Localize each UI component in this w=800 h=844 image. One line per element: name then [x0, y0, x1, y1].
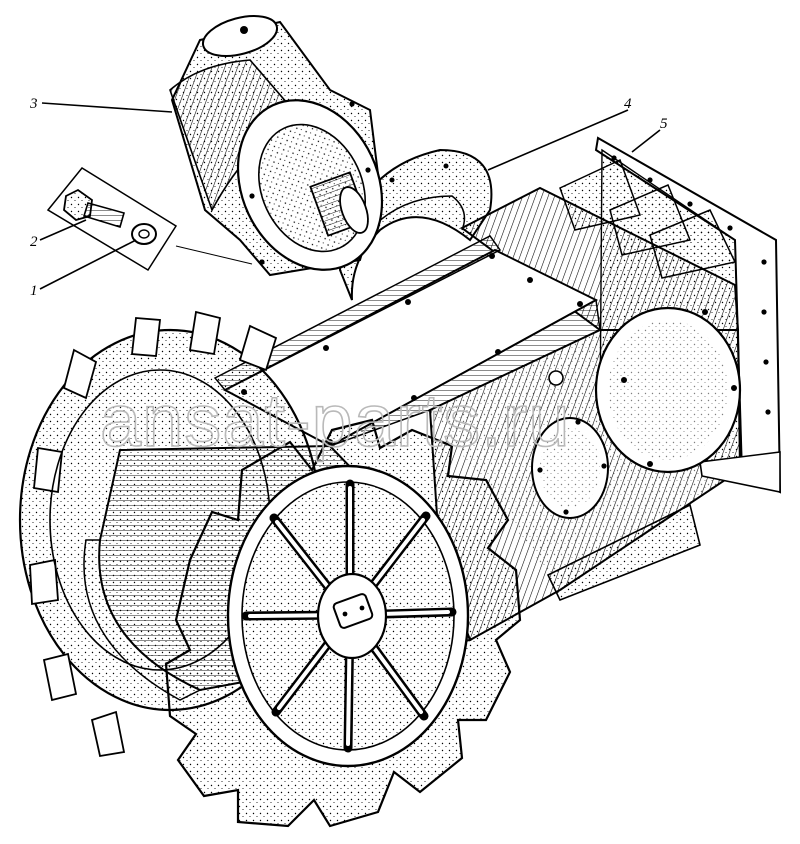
housing-top-cover [213, 235, 601, 448]
drive-motor-assembly [169, 15, 384, 277]
front-drive-sprocket [164, 418, 522, 828]
callout-3: 3 [29, 96, 38, 112]
callout-5: 5 [660, 116, 668, 132]
gearbox-housing [428, 136, 782, 642]
housing-foot [546, 503, 701, 602]
watermark: ansat-parts.ru [100, 379, 571, 462]
pinion-gear [309, 171, 369, 237]
bolt [63, 188, 125, 229]
washer [131, 223, 157, 245]
leader-lines [39, 102, 661, 290]
callout-1: 1 [30, 283, 38, 299]
callout-2: 2 [30, 234, 38, 250]
callout-4: 4 [624, 96, 632, 112]
